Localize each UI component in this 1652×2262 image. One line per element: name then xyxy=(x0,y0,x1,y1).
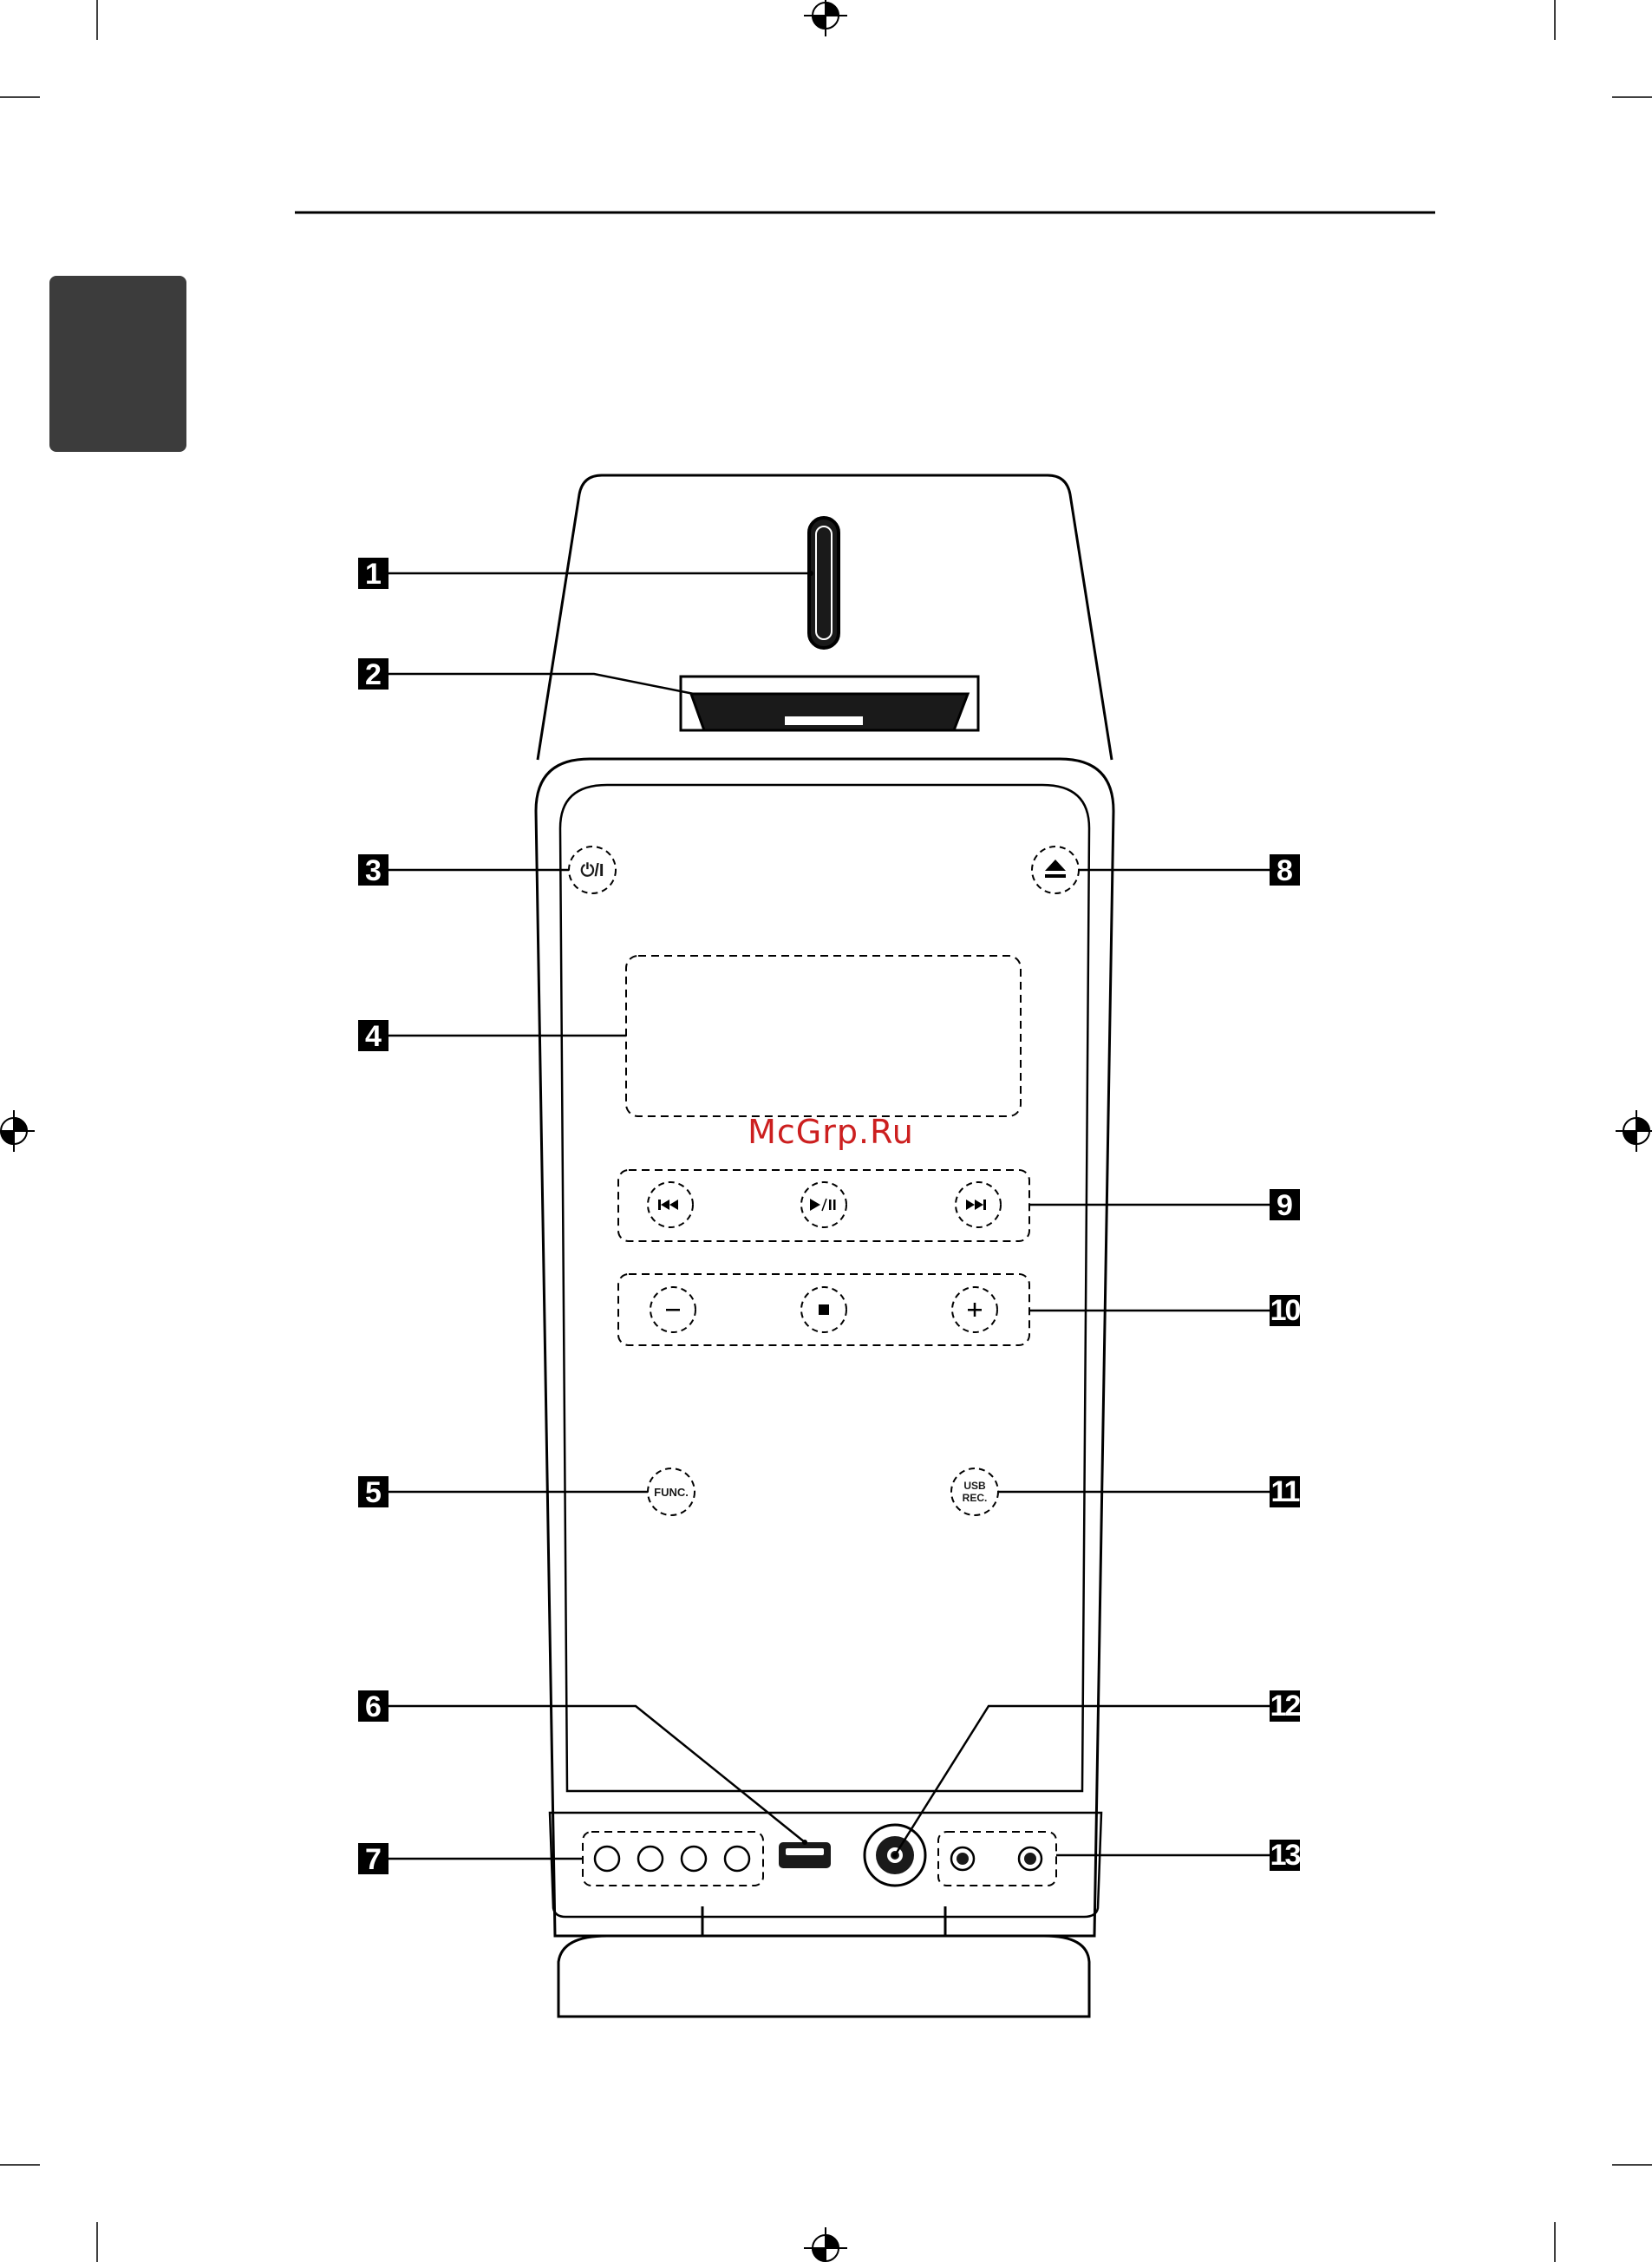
stop-icon xyxy=(819,1304,829,1315)
minus-icon xyxy=(666,1309,680,1311)
play-pause-button[interactable] xyxy=(801,1182,846,1227)
svg-text:10: 10 xyxy=(1270,1294,1301,1327)
callout-9: 9 xyxy=(1270,1189,1300,1222)
svg-text:3: 3 xyxy=(365,854,382,887)
registration-mark-icon xyxy=(1616,1110,1652,1152)
skip-back-button[interactable] xyxy=(648,1182,693,1227)
eject-button[interactable] xyxy=(1032,847,1079,893)
stop-button[interactable] xyxy=(801,1287,846,1332)
watermark: McGrp.Ru xyxy=(748,1113,914,1151)
svg-text:2: 2 xyxy=(365,658,382,691)
volume-up-button[interactable] xyxy=(952,1287,997,1332)
svg-text:6: 6 xyxy=(365,1690,382,1723)
power-button[interactable]: ⏻/I xyxy=(569,847,616,893)
callout-5: 5 xyxy=(358,1476,389,1509)
svg-text:USB: USB xyxy=(963,1480,986,1492)
usb-rec-button[interactable]: USB REC. xyxy=(951,1468,998,1515)
svg-text:5: 5 xyxy=(365,1476,382,1509)
callout-10: 10 xyxy=(1270,1294,1300,1327)
svg-text:REC.: REC. xyxy=(963,1492,988,1504)
skip-forward-button[interactable] xyxy=(956,1182,1001,1227)
registration-mark-icon xyxy=(804,2227,847,2262)
function-button[interactable]: FUNC. xyxy=(648,1468,695,1515)
usb-port[interactable] xyxy=(779,1842,831,1868)
speaker-jacks[interactable] xyxy=(595,1847,749,1871)
svg-text:13: 13 xyxy=(1270,1839,1301,1872)
callout-2: 2 xyxy=(358,658,389,691)
disc-slot[interactable] xyxy=(809,518,839,648)
svg-text:8: 8 xyxy=(1277,854,1293,887)
audio-jacks[interactable] xyxy=(951,1847,1041,1870)
callout-11: 11 xyxy=(1270,1475,1300,1508)
registration-mark-icon xyxy=(0,1110,35,1152)
svg-text:11: 11 xyxy=(1271,1475,1300,1508)
svg-text:12: 12 xyxy=(1270,1690,1301,1723)
callout-8: 8 xyxy=(1270,854,1300,887)
callout-1: 1 xyxy=(358,558,389,591)
svg-text:7: 7 xyxy=(365,1843,382,1876)
callout-7: 7 xyxy=(358,1843,389,1876)
svg-text:1: 1 xyxy=(365,558,382,591)
svg-text:4: 4 xyxy=(365,1020,382,1053)
chapter-tab xyxy=(49,276,186,452)
volume-down-button[interactable] xyxy=(650,1287,695,1332)
callout-12: 12 xyxy=(1270,1690,1300,1723)
callout-6: 6 xyxy=(358,1690,389,1723)
callout-13: 13 xyxy=(1270,1839,1300,1872)
display-window xyxy=(626,956,1021,1116)
callout-4: 4 xyxy=(358,1020,389,1053)
callout-3: 3 xyxy=(358,854,389,887)
registration-mark-icon xyxy=(804,0,847,36)
svg-text:FUNC.: FUNC. xyxy=(654,1486,689,1499)
svg-text:9: 9 xyxy=(1277,1189,1293,1222)
ipod-dock[interactable] xyxy=(681,677,978,730)
power-icon: ⏻/I xyxy=(581,861,604,880)
